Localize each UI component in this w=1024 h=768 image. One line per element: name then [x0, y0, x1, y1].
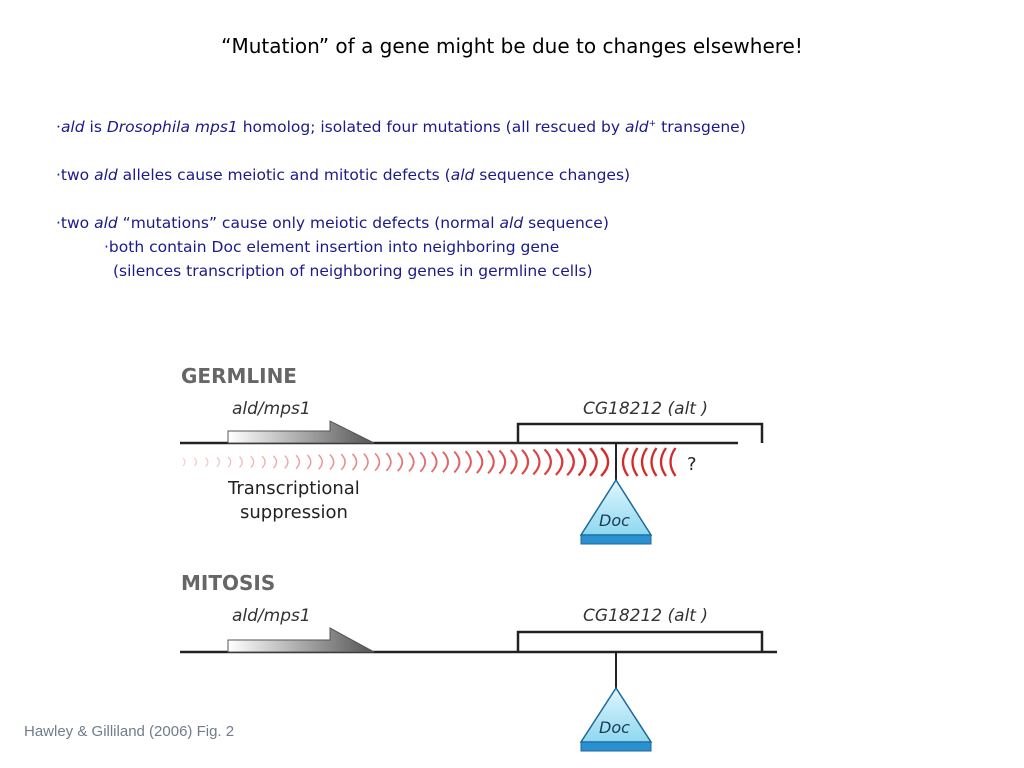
suppression-wave-arc: [239, 456, 243, 468]
germline-cg18212-bracket: [516, 422, 764, 443]
suppression-wave-arc: [577, 447, 587, 477]
germline-gene-cg18212-label: CG18212 (alt ): [583, 399, 708, 419]
suppression-wave-arc: [250, 455, 255, 469]
sub-bullet-silencing: (silences transcription of neighboring g…: [113, 262, 593, 280]
suppression-wave-arc: [631, 447, 639, 477]
suppression-wave-arc: [397, 452, 404, 472]
bullet-text: ·two: [56, 166, 95, 184]
suppression-wave-arc: [521, 449, 530, 475]
suppression-wave-arc: [182, 457, 186, 467]
suppression-wave-arc: [453, 450, 461, 474]
suppression-wave-arc: [543, 448, 553, 476]
figure-citation: Hawley & Gilliland (2006) Fig. 2: [24, 723, 235, 740]
bullet-dot: ·: [56, 118, 61, 136]
bullet-text: transgene): [656, 118, 746, 136]
bullet-text: sequence changes): [474, 166, 631, 184]
mitosis-heading: MITOSIS: [181, 571, 275, 595]
mitosis-doc-label: Doc: [599, 718, 630, 737]
suppression-label-line2: suppression: [240, 502, 348, 523]
suppression-wave-arc: [600, 447, 610, 477]
mitosis-gene-cg18212-label: CG18212 (alt ): [583, 606, 708, 626]
suppression-wave-arc: [419, 451, 427, 473]
suppression-wave-arc: [509, 449, 518, 475]
sub-bullet-doc-insertion: ·both contain Doc element insertion into…: [104, 238, 560, 256]
suppression-wave-arc: [374, 452, 381, 472]
suppression-wave-arc: [216, 456, 220, 468]
suppression-wave-arc: [284, 455, 289, 469]
suppression-wave-arc: [669, 447, 677, 477]
suppression-label-line1: Transcriptional: [227, 478, 360, 499]
suppression-wave-arc: [261, 455, 266, 469]
gene-name-ald: ald: [450, 166, 475, 184]
mitosis-doc-base: [580, 741, 652, 752]
suppression-wave-arc: [640, 447, 648, 477]
bullet-meiotic-mitotic: ·two ald alleles cause meiotic and mitot…: [56, 166, 630, 184]
mitosis-cg18212-bracket: [516, 630, 764, 652]
species-gene-name: Drosophila mps1: [106, 118, 238, 136]
suppression-wave-arc: [295, 454, 301, 470]
suppression-wave-arc: [329, 453, 335, 471]
suppression-wave-arc: [272, 455, 278, 469]
mitosis-ald-gene-arrow: [227, 627, 375, 653]
suppression-wave-arc: [408, 451, 415, 473]
suppression-wave-arc: [227, 456, 232, 468]
suppression-wave-arc: [318, 454, 323, 470]
gene-name-ald: ald: [94, 166, 118, 184]
suppression-wave-arc: [193, 457, 197, 467]
gene-name-ald: ald: [60, 118, 85, 136]
bullet-text: is: [84, 118, 107, 136]
mitosis-gene-ald-label: ald/mps1: [232, 606, 311, 626]
suppression-wave-arc: [650, 447, 658, 477]
superscript-plus: +: [648, 119, 657, 129]
suppression-wave-arc: [621, 447, 629, 477]
bullet-text: sequence): [523, 214, 609, 232]
suppression-wave-arc: [340, 453, 346, 471]
suppression-wave-arc: [498, 449, 507, 475]
germline-doc-label: Doc: [599, 511, 630, 530]
bullet-text: alleles cause meiotic and mitotic defect…: [117, 166, 451, 184]
germline-heading: GERMLINE: [181, 364, 297, 388]
bullet-meiotic-only: ·two ald “mutations” cause only meiotic …: [56, 214, 609, 232]
suppression-wave-arc: [306, 454, 312, 470]
suppression-wave-arc: [385, 452, 392, 472]
suppression-wave-arc: [363, 453, 369, 471]
gene-name-ald: ald: [625, 118, 649, 136]
suppression-wave-arc: [566, 448, 575, 476]
germline-ald-gene-arrow: [227, 420, 375, 444]
suppression-wave-arc: [588, 447, 598, 477]
bullet-ald-homolog: ·ald is Drosophila mps1 homolog; isolate…: [56, 118, 746, 136]
suppression-wave-arc: [351, 453, 358, 471]
bullet-text: “mutations” cause only meiotic defects (…: [117, 214, 500, 232]
slide-title: “Mutation” of a gene might be due to cha…: [221, 34, 803, 58]
bullet-text: homolog; isolated four mutations (all re…: [237, 118, 625, 136]
bullet-text: ·two: [56, 214, 95, 232]
suppression-wave-arc: [487, 449, 495, 475]
suppression-wave-arc: [476, 450, 484, 474]
transcriptional-suppression-waves: [182, 447, 677, 477]
suppression-wave-arc: [442, 451, 449, 473]
suppression-wave-arc: [659, 447, 667, 477]
germline-question-mark: ?: [687, 454, 697, 475]
germline-gene-ald-label: ald/mps1: [232, 399, 311, 419]
gene-name-ald: ald: [499, 214, 524, 232]
gene-name-ald: ald: [94, 214, 118, 232]
suppression-wave-arc: [555, 448, 564, 476]
suppression-wave-arc: [205, 457, 209, 467]
germline-doc-base: [580, 534, 652, 545]
suppression-wave-arc: [464, 450, 472, 474]
suppression-wave-arc: [532, 448, 541, 476]
suppression-wave-arc: [430, 451, 438, 473]
